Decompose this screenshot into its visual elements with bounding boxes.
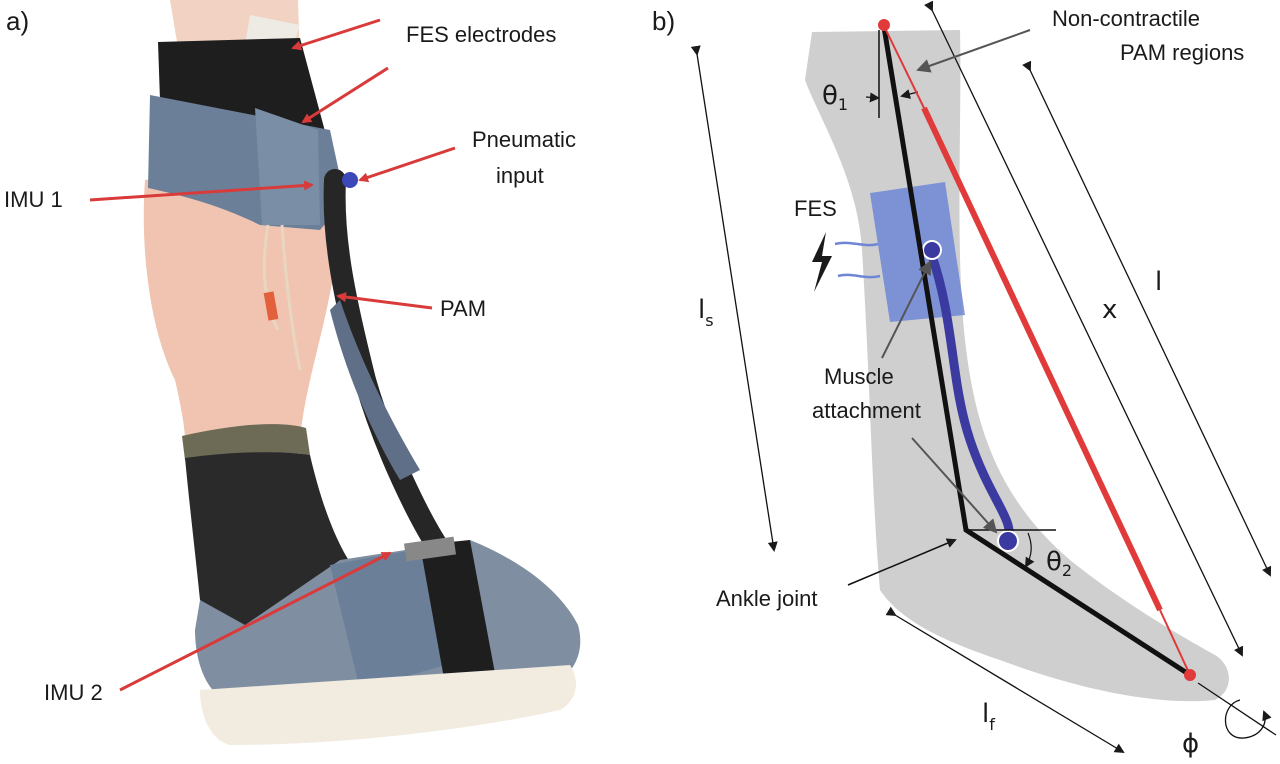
- label-fes: FES: [794, 196, 837, 221]
- arrow-fes-electrodes-1: [291, 18, 381, 51]
- calf-strap: [330, 300, 420, 480]
- arrow-pam: [336, 292, 433, 310]
- wire-1: [262, 224, 280, 331]
- wire-2: [280, 224, 302, 371]
- foot-cuff: [330, 545, 445, 690]
- dim-ls: [690, 45, 778, 552]
- muscle-attachment-top: [922, 240, 942, 260]
- pointer-noncontractile: [916, 29, 1031, 73]
- dim-l: [1022, 60, 1272, 577]
- lightning-icon: [812, 232, 832, 292]
- wire-marker: [263, 291, 279, 321]
- symbol-ls: ls: [698, 295, 714, 330]
- label-pneumatic-line1: Pneumatic: [472, 127, 576, 152]
- sock-band: [182, 424, 310, 460]
- label-pam: PAM: [440, 296, 486, 321]
- panel-a-label: a): [6, 6, 29, 36]
- label-noncontractile-line2: PAM regions: [1120, 40, 1244, 65]
- dim-lf: [885, 606, 1125, 754]
- arrow-pneumatic-input: [358, 146, 456, 183]
- label-noncontractile-line1: Non-contractile: [1052, 6, 1200, 31]
- theta1-arrow-a: [865, 92, 880, 103]
- label-imu2: IMU 2: [44, 680, 103, 705]
- fes-wire-2: [837, 273, 881, 279]
- symbol-theta2: θ2: [1046, 547, 1072, 580]
- label-muscle-line1: Muscle: [824, 364, 894, 389]
- panel-b-label: b): [652, 6, 675, 36]
- symbol-lf: lf: [982, 699, 995, 734]
- panel-a-arrows: [89, 18, 456, 692]
- imu2-bracket: [403, 536, 457, 562]
- panel-a-photo: [143, 0, 581, 745]
- pointer-ankle: [847, 538, 957, 586]
- symbol-theta1: θ1: [822, 81, 848, 114]
- pam-anchor-top: [878, 19, 890, 31]
- arrow-imu2: [119, 551, 392, 692]
- phi-axis: [1197, 682, 1277, 736]
- denim-flap: [255, 108, 320, 225]
- shoe-sole: [200, 665, 576, 745]
- arrow-fes-electrodes-2: [301, 66, 389, 124]
- symbol-l: l: [1155, 267, 1162, 297]
- label-fes-electrodes: FES electrodes: [406, 22, 556, 47]
- pneumatic-connector: [342, 172, 358, 188]
- label-ankle-joint: Ankle joint: [716, 586, 818, 611]
- foot-strap: [420, 540, 500, 712]
- label-imu1: IMU 1: [4, 187, 63, 212]
- theta1-arrow-b: [900, 89, 919, 99]
- phi-rotation-arc: [1224, 699, 1272, 739]
- arrow-imu1: [89, 180, 314, 202]
- symbol-phi: ϕ: [1182, 729, 1199, 759]
- pointer-muscle-top: [881, 260, 931, 359]
- pam-noncontractile-top: [883, 25, 925, 109]
- label-muscle-line2: attachment: [812, 398, 921, 423]
- label-pneumatic-line2: input: [496, 163, 544, 188]
- pointer-muscle-bottom: [911, 437, 998, 534]
- pam-anchor-bottom: [1184, 669, 1196, 681]
- muscle-attachment-bottom: [997, 530, 1019, 552]
- symbol-x: x: [1102, 295, 1117, 325]
- fes-wire-1: [834, 241, 879, 247]
